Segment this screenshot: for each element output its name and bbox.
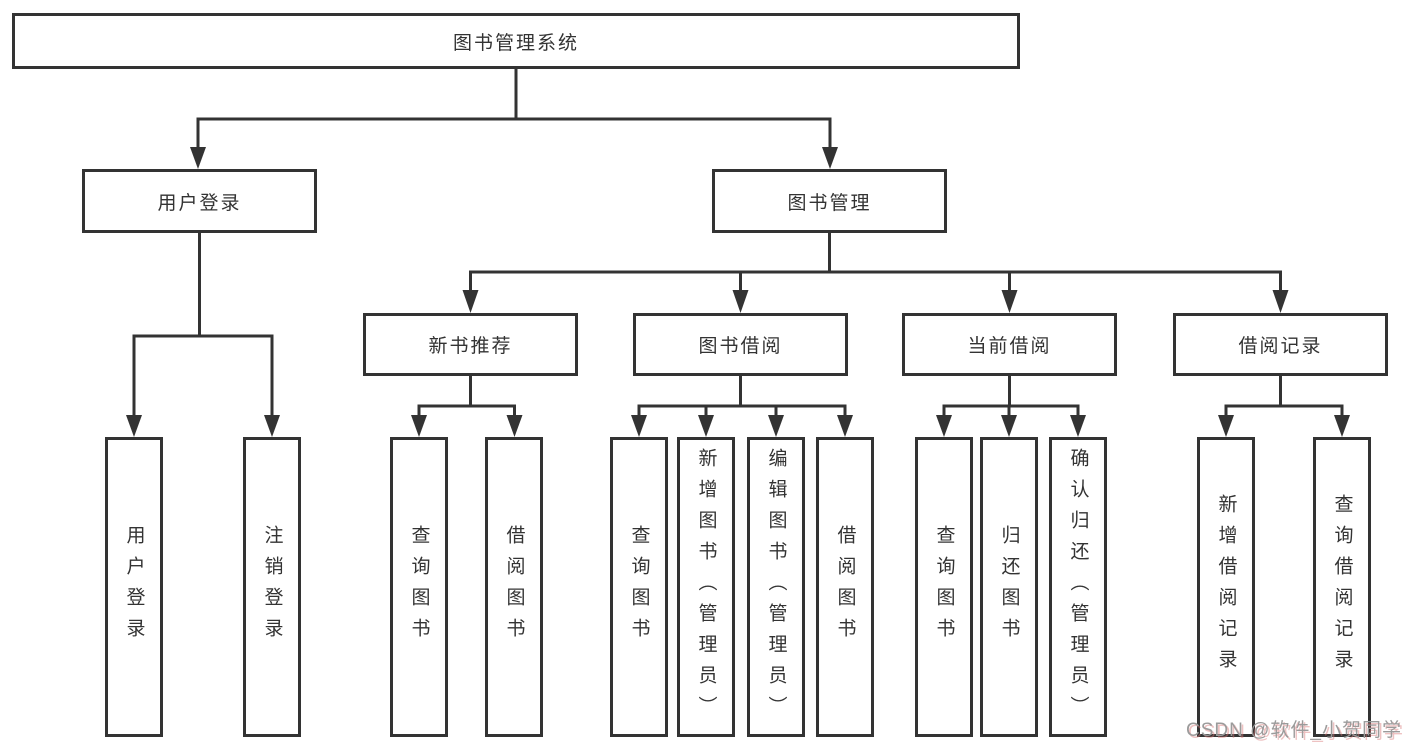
arrow-head [1218,415,1234,437]
leaf-borrowing-edit-book-admin: 编辑图书（管理员） [747,437,805,737]
node-book-management: 图书管理 [712,169,947,233]
leaf-records-add-record: 新增借阅记录 [1197,437,1255,737]
leaf-records-query-record-label: 查询借阅记录 [1331,494,1353,680]
leaf-borrowing-borrow-books: 借阅图书 [816,437,874,737]
leaf-current-return-books-label: 归还图书 [998,525,1020,649]
connector-current-borrowing [936,376,1086,437]
csdn-watermark: CSDN @软件_小贺同学 [1186,720,1402,741]
leaf-borrowing-query-books-label: 查询图书 [628,525,650,649]
arrow-head [411,415,427,437]
arrow-head [822,147,838,169]
leaf-logout: 注销登录 [243,437,301,737]
node-user-login-label: 用户登录 [157,192,242,214]
leaf-newbook-borrow-books: 借阅图书 [485,437,543,737]
leaf-borrowing-add-book-admin: 新增图书（管理员） [677,437,735,737]
connector-book-management [462,233,1289,313]
connector-new-book-recommendation [411,376,523,437]
arrow-head [1070,415,1086,437]
leaf-current-confirm-return-admin-label: 确认归还（管理员） [1067,447,1089,727]
connector-root [190,69,838,169]
arrow-head [631,415,647,437]
leaf-user-login-label: 用户登录 [123,525,145,649]
node-new-book-recommendation: 新书推荐 [363,313,578,376]
node-borrowing-records: 借阅记录 [1173,313,1388,376]
node-new-book-recommendation-label: 新书推荐 [428,336,513,357]
leaf-newbook-query-books-label: 查询图书 [408,525,430,649]
leaf-logout-label: 注销登录 [261,525,283,649]
connector-borrowing-records [1218,376,1350,437]
arrow-head [1272,290,1289,313]
arrow-head [698,415,714,437]
leaf-borrowing-borrow-books-label: 借阅图书 [834,525,856,649]
leaf-user-login: 用户登录 [105,437,163,737]
arrow-head [768,415,784,437]
arrow-head [732,290,749,313]
leaf-current-confirm-return-admin: 确认归还（管理员） [1049,437,1107,737]
node-user-login: 用户登录 [82,169,317,233]
leaf-borrowing-query-books: 查询图书 [610,437,668,737]
node-book-borrowing-label: 图书借阅 [698,336,783,357]
arrow-head [837,415,853,437]
leaf-records-add-record-label: 新增借阅记录 [1215,494,1237,680]
node-current-borrowing-label: 当前借阅 [967,336,1052,357]
leaf-borrowing-add-book-admin-label: 新增图书（管理员） [695,447,717,727]
node-book-management-label: 图书管理 [787,192,872,214]
connector-book-borrowing [631,376,853,437]
arrow-head [126,415,142,437]
node-borrowing-records-label: 借阅记录 [1238,336,1323,357]
arrow-head [1334,415,1350,437]
arrow-head [462,290,479,313]
node-current-borrowing: 当前借阅 [902,313,1117,376]
leaf-current-query-books-label: 查询图书 [933,525,955,649]
leaf-newbook-borrow-books-label: 借阅图书 [503,525,525,649]
node-book-borrowing: 图书借阅 [633,313,848,376]
arrow-head [936,415,952,437]
leaf-current-query-books: 查询图书 [915,437,973,737]
arrow-head [506,415,523,437]
arrow-head [1001,415,1017,437]
leaf-current-return-books: 归还图书 [980,437,1038,737]
root-node-library-system: 图书管理系统 [12,13,1020,69]
leaf-borrowing-edit-book-admin-label: 编辑图书（管理员） [765,447,787,727]
leaf-records-query-record: 查询借阅记录 [1313,437,1371,737]
arrow-head [1001,290,1018,313]
leaf-newbook-query-books: 查询图书 [390,437,448,737]
connector-user-login [126,233,280,437]
arrow-head [264,415,280,437]
root-node-label: 图书管理系统 [452,32,579,54]
arrow-head [190,147,206,169]
